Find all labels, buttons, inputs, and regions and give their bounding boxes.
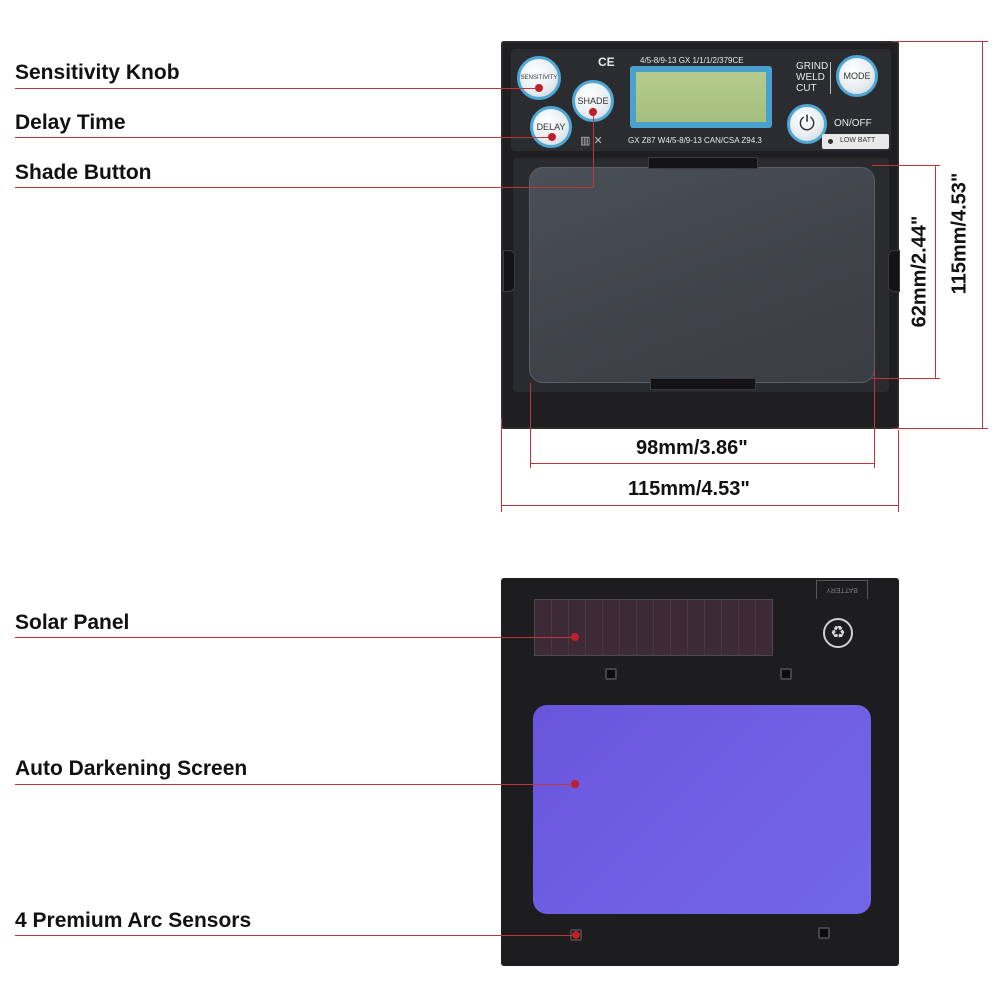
dim-tick-lens-bottom bbox=[872, 378, 940, 379]
sensitivity-knob-label: SENSITIVITY bbox=[520, 75, 558, 81]
delay-knob-label: DELAY bbox=[536, 122, 566, 132]
leader-solar bbox=[15, 637, 575, 638]
label-auto-darkening-screen: Auto Darkening Screen bbox=[15, 757, 248, 780]
dim-line-lens-height bbox=[935, 165, 936, 379]
shade-button-label: SHADE bbox=[577, 96, 609, 106]
dim-tick-frame-bottom bbox=[893, 428, 988, 429]
label-delay-time: Delay Time bbox=[15, 111, 126, 134]
auto-darkening-screen bbox=[533, 705, 871, 914]
mode-option-grind: GRIND bbox=[796, 61, 829, 72]
leader-screen bbox=[15, 784, 575, 785]
mode-button[interactable]: MODE bbox=[836, 55, 878, 97]
bottom-clip bbox=[650, 378, 756, 390]
leader-sensors bbox=[15, 935, 575, 936]
leader-delay bbox=[15, 137, 551, 138]
recycle-icon: ♻ bbox=[823, 618, 853, 648]
low-batt-indicator: LOW BATT bbox=[822, 134, 889, 149]
disposal-icon: ▥ ✕ bbox=[580, 135, 603, 147]
delay-knob[interactable]: DELAY bbox=[530, 106, 572, 148]
standard-bottom-text: GX Z87 W4/5-8/9-13 CAN/CSA Z94.3 bbox=[628, 136, 762, 145]
low-batt-label: LOW BATT bbox=[840, 137, 876, 144]
leader-sensitivity bbox=[15, 88, 539, 89]
top-clip bbox=[648, 157, 758, 169]
label-shade-button: Shade Button bbox=[15, 161, 152, 184]
leader-shade-vertical bbox=[593, 112, 594, 188]
sensitivity-knob[interactable]: SENSITIVITY bbox=[517, 56, 561, 100]
power-button[interactable]: ⏻ bbox=[787, 104, 827, 144]
marker-screen bbox=[571, 780, 579, 788]
mode-divider bbox=[830, 62, 831, 94]
mode-options: GRIND WELD CUT bbox=[796, 61, 828, 94]
mode-option-weld: WELD bbox=[796, 72, 825, 83]
mode-button-label: MODE bbox=[843, 71, 871, 81]
mode-option-cut: CUT bbox=[796, 83, 817, 94]
dim-tick-frame-left bbox=[501, 418, 502, 512]
dim-line-frame-height bbox=[982, 41, 983, 429]
dim-lens-width: 98mm/3.86" bbox=[636, 437, 748, 459]
solar-panel bbox=[534, 599, 773, 656]
low-batt-dot bbox=[828, 139, 833, 144]
lens-glass bbox=[529, 167, 875, 383]
marker-shade bbox=[589, 108, 597, 116]
lcd-display bbox=[630, 66, 772, 128]
label-sensitivity-knob: Sensitivity Knob bbox=[15, 61, 180, 84]
arc-sensor-top-left bbox=[605, 668, 617, 680]
marker-solar bbox=[571, 633, 579, 641]
label-arc-sensors: 4 Premium Arc Sensors bbox=[15, 909, 252, 932]
arc-sensor-bottom-right bbox=[818, 927, 830, 939]
on-off-label: ON/OFF bbox=[834, 118, 872, 129]
standard-top-text: 4/5-8/9-13 GX 1/1/1/2/379CE bbox=[640, 56, 744, 65]
left-clip bbox=[503, 250, 515, 292]
battery-tab: BATTERY bbox=[816, 580, 868, 599]
dim-line-lens-width bbox=[530, 463, 874, 464]
marker-delay bbox=[548, 133, 556, 141]
label-solar-panel: Solar Panel bbox=[15, 611, 130, 634]
arc-sensor-top-right bbox=[780, 668, 792, 680]
dim-line-frame-width bbox=[501, 505, 899, 506]
dim-tick-lens-right bbox=[874, 370, 875, 468]
dim-tick-frame-top bbox=[893, 41, 988, 42]
dim-tick-frame-right bbox=[898, 430, 899, 512]
dim-frame-width: 115mm/4.53" bbox=[628, 478, 750, 500]
right-clip bbox=[888, 250, 900, 292]
ce-mark: CE bbox=[598, 55, 615, 69]
marker-sensitivity bbox=[535, 84, 543, 92]
dim-tick-lens-left bbox=[530, 383, 531, 468]
leader-shade bbox=[15, 187, 594, 188]
dim-frame-height: 115mm/4.53" bbox=[948, 172, 971, 295]
dim-lens-height: 62mm/2.44" bbox=[908, 215, 931, 328]
dim-tick-lens-top bbox=[872, 165, 940, 166]
power-icon: ⏻ bbox=[799, 112, 815, 135]
marker-sensors bbox=[572, 931, 580, 939]
